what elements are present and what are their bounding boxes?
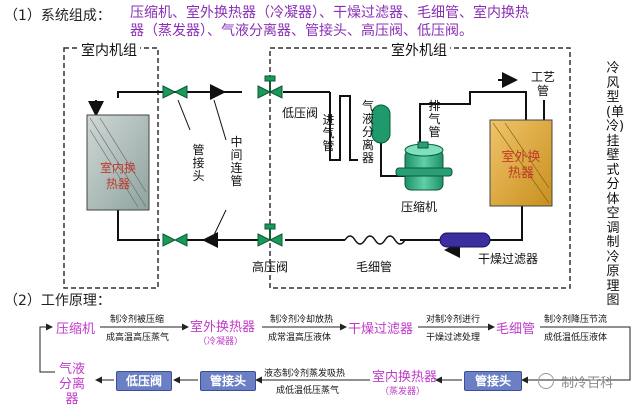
process-pipe-text: 工艺管: [530, 70, 555, 98]
low-pressure-valve: [257, 75, 283, 99]
watermark-text: 制冷百科: [561, 376, 614, 391]
refrigeration-diagram: [63, 47, 571, 289]
separator-label: 气液分离器: [362, 99, 375, 165]
flow-low-valve-box: 低压阀: [116, 371, 172, 391]
dryer-filter: [439, 232, 491, 248]
section1-heading: （1）系统组成：: [4, 8, 111, 24]
flow-note-1-top: 制冷剂被压缩: [110, 315, 165, 325]
top-pipe-left: [117, 91, 242, 98]
section2-heading: （2）工作原理：: [4, 293, 111, 309]
principle-flow-lines: [39, 323, 631, 384]
flow-indoor-hx-sub: （蒸发器）: [380, 387, 426, 397]
flow-note-3-top: 对制冷剂进行: [426, 315, 481, 325]
indoor-group-box: [63, 47, 159, 289]
watermark: 制冷百科: [538, 372, 613, 391]
outdoor-group-label: 室外机组: [388, 40, 450, 60]
flow-note-5-top: 液态制冷剂蒸发吸热: [264, 369, 346, 379]
flow-note-2-bottom: 成常温高压液体: [268, 333, 332, 343]
indoor-group-label: 室内机组: [78, 40, 140, 60]
exhaust-pipe-label: 排气管: [428, 99, 441, 139]
flow-note-5-bottom: 成低温低压蒸气: [276, 386, 340, 396]
flow-capillary: 毛细管: [496, 322, 536, 337]
indoor-bottom-valve: [162, 233, 188, 247]
high-pressure-valve: [257, 223, 283, 247]
compressor-shape: [395, 141, 453, 191]
indoor-hx-label: 室内换热器: [96, 160, 140, 192]
flow-pipe-joint-box-left: 管接头: [200, 371, 256, 391]
flow-separator-text: 气液分离器: [58, 362, 85, 407]
indoor-top-valve: [162, 85, 188, 99]
outdoor-group-box: [269, 47, 571, 289]
pipe-joint-label: 管接头: [192, 143, 205, 183]
flow-separator: 气液分离器: [58, 362, 86, 407]
indoor-hx-text: 室内换热器: [99, 161, 136, 191]
capillary-coil: [344, 235, 406, 245]
flow-note-4-top: 制冷剂降压节流: [544, 315, 608, 325]
low-valve-label: 低压阀: [282, 106, 319, 120]
diagram-side-title: 冷风型(单冷)挂壁式分体空调制冷原理图: [606, 61, 625, 308]
intake-pipe-label: 进气管: [322, 113, 335, 153]
watermark-icon: [538, 373, 554, 389]
components-line1: 压缩机、室外换热器（冷凝器）、干燥过滤器、毛细管、室内换热: [130, 5, 529, 21]
flow-indoor-hx: 室内换热器: [372, 370, 438, 385]
flow-compressor: 压缩机: [56, 322, 96, 337]
process-pipe-label: 工艺管: [530, 70, 556, 98]
outdoor-hx-text: 室外换热器: [501, 150, 541, 181]
compressor-label: 压缩机: [401, 200, 438, 214]
flow-outdoor-hx: 室外换热器: [190, 320, 256, 335]
flow-outdoor-hx-sub: （冷凝器）: [198, 337, 244, 347]
high-valve-label: 高压阀: [252, 260, 289, 274]
outdoor-hx-label: 室外换热器: [496, 150, 546, 182]
flow-note-3-bottom: 干燥过滤处理: [426, 333, 481, 343]
dryer-filter-label: 干燥过滤器: [478, 252, 539, 266]
connecting-pipe-label: 中间连管: [230, 135, 243, 188]
flow-note-2-top: 制冷剂冷却放热: [270, 315, 334, 325]
gas-liquid-separator: [371, 104, 391, 144]
flow-pipe-joint-box-right: 管接头: [464, 371, 522, 391]
capillary-label: 毛细管: [356, 260, 393, 274]
components-line2: 器（蒸发器）、气液分离器、管接头、高压阀、低压阀。: [130, 23, 473, 39]
flow-note-1-bottom: 成高温高压蒸气: [106, 333, 170, 343]
flow-dryer-filter: 干燥过滤器: [348, 322, 414, 337]
flow-note-4-bottom: 成低温低压液体: [544, 333, 608, 343]
